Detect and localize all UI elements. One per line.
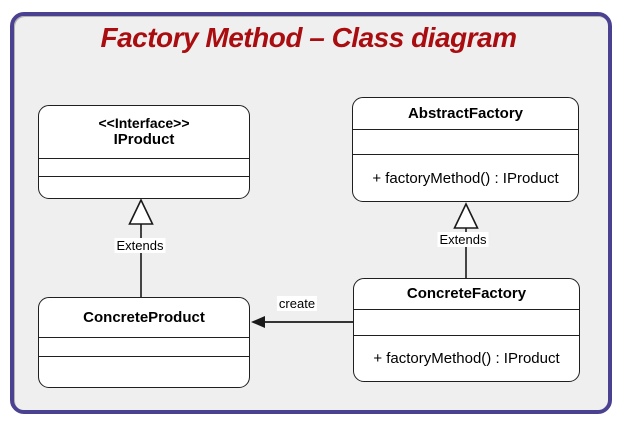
abstractfactory-attributes-compartment	[353, 129, 578, 154]
iproduct-header: <<Interface>> IProduct	[39, 106, 249, 158]
create-label: create	[276, 296, 318, 311]
extends-label-factory: Extends	[437, 232, 489, 247]
concreteproduct-name: ConcreteProduct	[83, 308, 205, 326]
concretefactory-header: ConcreteFactory	[354, 279, 579, 309]
concretefactory-methods-compartment: + factoryMethod() : IProduct	[354, 335, 579, 381]
abstractfactory-method: + factoryMethod() : IProduct	[372, 169, 559, 187]
concreteproduct-header: ConcreteProduct	[39, 298, 249, 337]
abstractfactory-name: AbstractFactory	[407, 104, 524, 122]
concreteproduct-attributes-compartment	[39, 337, 249, 356]
class-box-abstractfactory: AbstractFactory + factoryMethod() : IPro…	[352, 97, 579, 202]
concretefactory-attributes-compartment	[354, 309, 579, 335]
diagram-title: Factory Method – Class diagram	[100, 22, 517, 53]
iproduct-methods-compartment	[39, 176, 249, 198]
iproduct-attributes-compartment	[39, 158, 249, 176]
extends-label-product: Extends	[114, 238, 166, 253]
class-box-concretefactory: ConcreteFactory + factoryMethod() : IPro…	[353, 278, 580, 382]
class-box-iproduct: <<Interface>> IProduct	[38, 105, 250, 199]
abstractfactory-header: AbstractFactory	[353, 98, 578, 129]
iproduct-name: IProduct	[113, 131, 175, 149]
abstractfactory-methods-compartment: + factoryMethod() : IProduct	[353, 154, 578, 201]
class-box-concreteproduct: ConcreteProduct	[38, 297, 250, 388]
iproduct-stereotype: <<Interface>>	[98, 115, 190, 132]
concretefactory-name: ConcreteFactory	[406, 285, 527, 303]
concreteproduct-methods-compartment	[39, 356, 249, 387]
concretefactory-method: + factoryMethod() : IProduct	[373, 350, 560, 367]
